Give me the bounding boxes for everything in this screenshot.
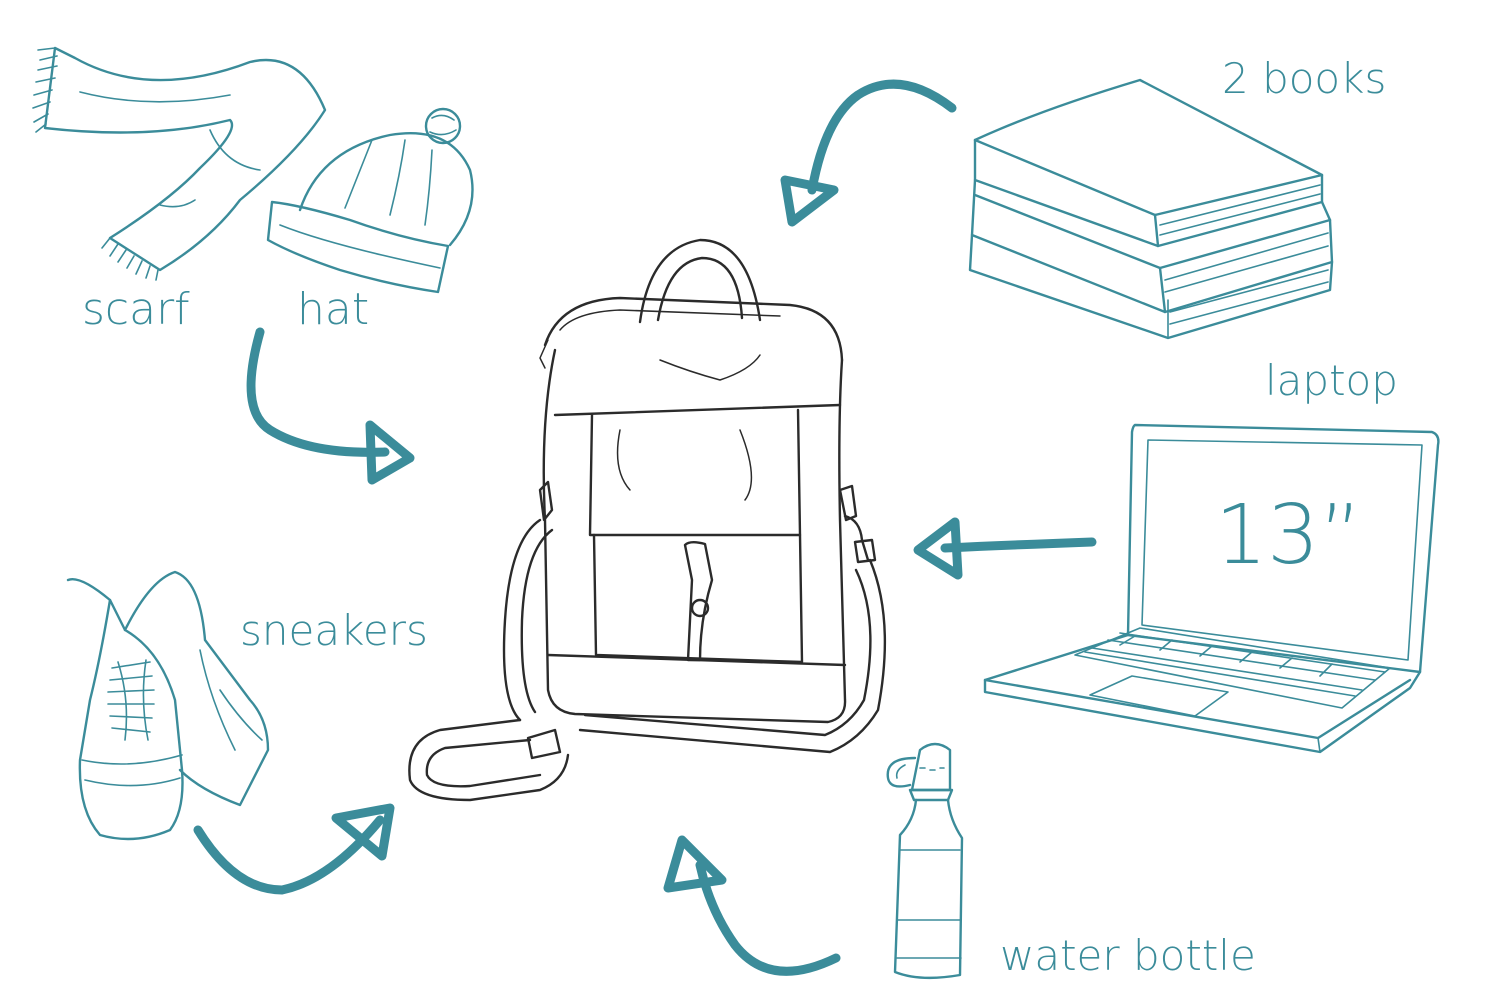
water-bottle-icon — [886, 742, 964, 980]
sneakers-icon — [66, 570, 270, 841]
scarf-icon — [32, 46, 327, 281]
arrow-books-to-bag — [780, 79, 957, 227]
water-bottle-label: water bottle — [1000, 931, 1256, 980]
laptop-label: laptop — [1265, 356, 1398, 405]
laptop-size-label: 13” — [1215, 488, 1362, 583]
arrow-laptop-to-bag — [913, 517, 1097, 580]
arrow-bottle-to-bag — [663, 835, 841, 976]
sneakers-label: sneakers — [240, 606, 428, 655]
hat-label: hat — [297, 284, 370, 335]
arrow-hat-to-bag — [246, 327, 415, 485]
arrow-sneakers-to-bag — [193, 803, 395, 895]
hat-icon — [266, 107, 474, 294]
laptop-icon — [983, 423, 1440, 754]
books-label: 2 books — [1222, 54, 1387, 103]
backpack-icon — [408, 238, 887, 802]
books-icon — [968, 78, 1334, 340]
scarf-label: scarf — [82, 284, 190, 335]
